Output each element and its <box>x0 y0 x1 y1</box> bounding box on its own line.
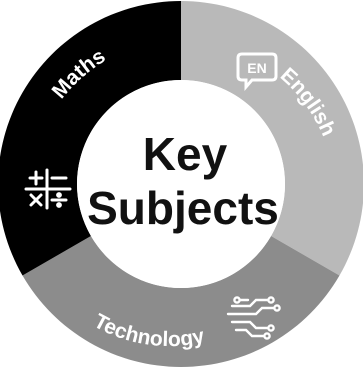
technology-segment <box>22 236 340 367</box>
maths-segment <box>0 1 181 276</box>
center-title-line1: Key <box>143 128 228 180</box>
english-segment <box>181 1 363 276</box>
center-title-line2: Subjects <box>87 182 279 234</box>
speech-bubble-en-text: EN <box>247 60 266 76</box>
circuit-icon <box>226 296 281 340</box>
speech-bubble-en-icon: EN <box>236 52 278 92</box>
center-disc <box>77 80 285 288</box>
calculator-symbols-icon <box>24 168 72 210</box>
